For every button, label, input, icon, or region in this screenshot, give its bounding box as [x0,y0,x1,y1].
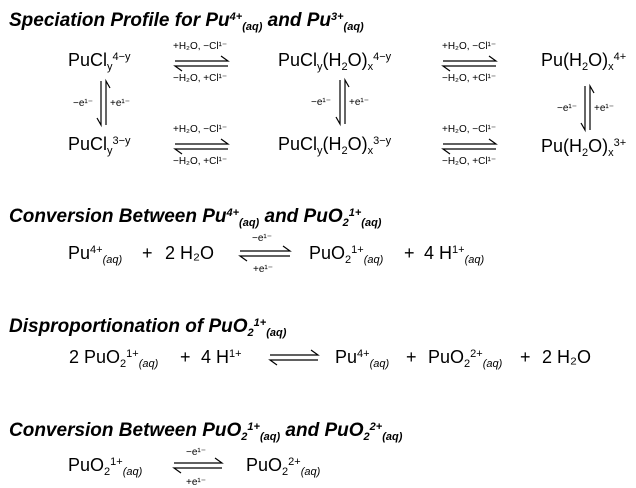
eq-label-top: +H₂O, −Cl¹⁻ [442,124,497,135]
conversion-arrow-bottom: +e¹⁻ [253,264,274,275]
conversion-pu4: Pu4+(aq) [68,243,123,266]
disprop-plus: + [180,347,191,367]
conversion-plus: + [142,243,153,263]
eq-arrow-conversion [238,245,292,262]
species-pucl-4: PuCly4−y [68,50,131,73]
disprop-water: 2 H₂O [542,347,591,367]
redox-label-plus: +e¹⁻ [349,97,370,108]
eq-label-top: +H₂O, −Cl¹⁻ [173,41,228,52]
eq-label-bottom: −H₂O, +Cl¹⁻ [173,73,228,84]
eq-label-top: +H₂O, −Cl¹⁻ [173,124,228,135]
redox-arrow-right [580,83,595,133]
eq-arrow-top-left [173,55,230,72]
eq-label-bottom: −H₂O, +Cl¹⁻ [442,73,497,84]
eq-label-bottom: −H₂O, +Cl¹⁻ [173,156,228,167]
conversion-h: 4 H1+(aq) [424,243,485,266]
heading-disproportionation: Disproportionation of PuO21+(aq) [9,316,287,339]
species-pucl-3: PuCly3−y [68,134,131,157]
conversion2-arrow-bottom: +e¹⁻ [186,477,207,488]
redox-label-minus: −e¹⁻ [73,98,94,109]
conversion-plus: + [404,243,415,263]
redox-label-plus: +e¹⁻ [594,103,615,114]
redox-label-minus: −e¹⁻ [557,103,578,114]
conversion-arrow-top: −e¹⁻ [252,233,273,244]
disprop-h: 4 H1+ [201,347,242,367]
conversion2-puo2-1: PuO21+(aq) [68,455,143,478]
disprop-pu4: Pu4+(aq) [335,347,390,370]
eq-arrow-bottom-left [173,138,230,155]
species-pucl-h2o-4: PuCly(H2O)x4−y [278,50,392,73]
disprop-puo2: 2 PuO21+(aq) [69,347,159,370]
redox-arrow-left [96,78,111,128]
heading-speciation: Speciation Profile for Pu4+(aq) and Pu3+… [9,10,364,33]
disprop-plus: + [406,347,417,367]
heading-conversion: Conversion Between Pu4+(aq) and PuO21+(a… [9,206,382,229]
conversion-water: 2 H₂O [165,243,214,263]
disprop-plus: + [520,347,531,367]
eq-arrow-disproportionation [268,349,320,366]
eq-arrow-top-right [441,55,498,72]
species-pu-h2o-3: Pu(H2O)x3+ [541,136,627,159]
species-pucl-h2o-3: PuCly(H2O)x3−y [278,134,392,157]
eq-arrow-conversion2 [172,457,224,474]
heading-conversion2: Conversion Between PuO21+(aq) and PuO22+… [9,420,403,443]
species-pu-h2o-4: Pu(H2O)x4+ [541,50,627,73]
eq-label-bottom: −H₂O, +Cl¹⁻ [442,156,497,167]
redox-arrow-middle [335,77,350,127]
redox-label-plus: +e¹⁻ [110,98,131,109]
conversion-puo2: PuO21+(aq) [309,243,384,266]
disprop-puo2-2: PuO22+(aq) [428,347,503,370]
redox-label-minus: −e¹⁻ [311,97,332,108]
conversion2-puo2-2: PuO22+(aq) [246,455,321,478]
eq-arrow-bottom-right [441,138,498,155]
eq-label-top: +H₂O, −Cl¹⁻ [442,41,497,52]
conversion2-arrow-top: −e¹⁻ [186,447,207,458]
